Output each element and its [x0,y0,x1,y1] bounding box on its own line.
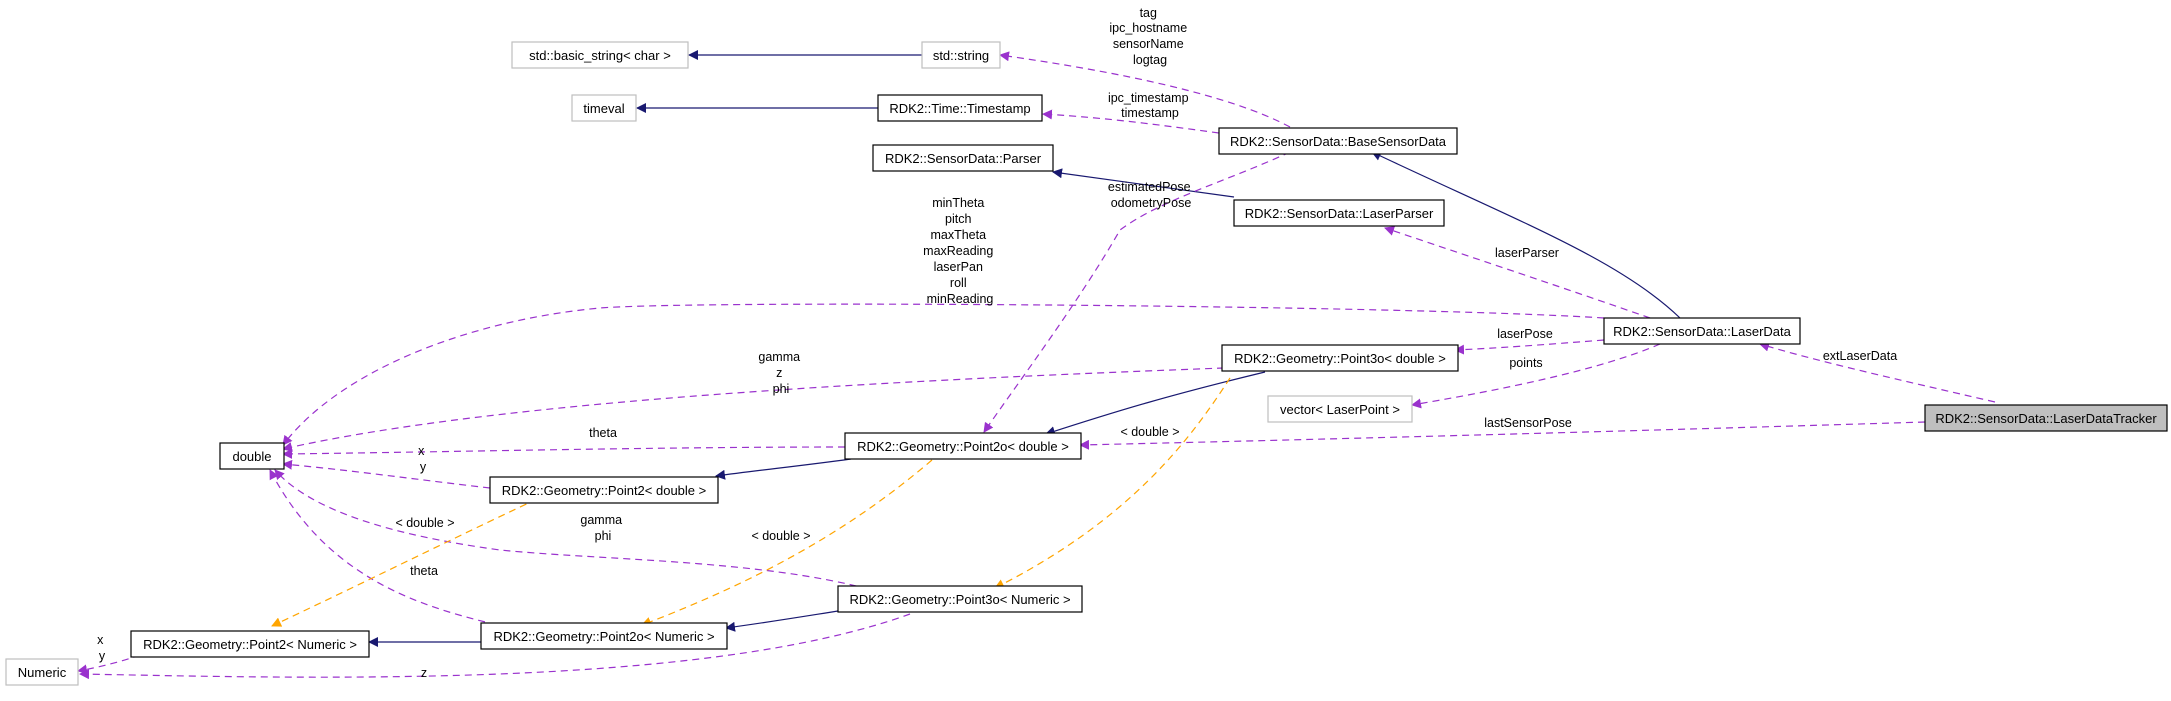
edge-tpl-point3o-double [994,377,1231,589]
label-laser-pose: laserPose [1497,327,1553,341]
node-point2o-numeric-label: RDK2::Geometry::Point2o< Numeric > [493,629,714,644]
edge-point3o-point2o-numeric [725,610,839,632]
node-double-label: double [232,449,271,464]
node-laser-data[interactable]: RDK2::SensorData::LaserData [1603,317,1801,345]
edge-tracker-point2o-double [1079,421,1926,450]
label-theta-lower: theta [410,564,438,578]
edge-point2o-double-double [282,446,846,459]
node-point2o-double[interactable]: RDK2::Geometry::Point2o< double > [844,432,1082,460]
edge-laserparser-parser [1052,168,1235,198]
edge-laserdata-basesensordata [1371,151,1681,319]
edge-labels: tag ipc_hostname sensorName logtag ipc_t… [97,6,1897,680]
label-last-sensor-pose: lastSensorPose [1484,416,1572,430]
edge-point2o-numeric-double [269,469,521,631]
node-numeric-label: Numeric [18,665,67,680]
node-laser-data-tracker-label: RDK2::SensorData::LaserDataTracker [1935,411,2157,426]
label-numeric-z: z [421,666,427,680]
node-std-string[interactable]: std::string [921,41,1001,69]
node-timestamp[interactable]: RDK2::Time::Timestamp [877,94,1043,122]
edge-tracker-laserdata [1759,341,1996,403]
node-point2o-double-label: RDK2::Geometry::Point2o< double > [857,439,1069,454]
label-tpl-double-b: < double > [395,516,454,530]
edge-basesensor-stdstring [999,51,1291,128]
label-ext-laser-data: extLaserData [1823,349,1897,363]
node-base-sensor-data-label: RDK2::SensorData::BaseSensorData [1230,134,1447,149]
node-laser-data-tracker[interactable]: RDK2::SensorData::LaserDataTracker [1924,404,2168,432]
label-numeric-xy: x y [97,633,107,663]
node-parser[interactable]: RDK2::SensorData::Parser [872,144,1054,172]
nodes: std::basic_string< char > std::string ti… [5,41,2168,686]
node-parser-label: RDK2::SensorData::Parser [885,151,1042,166]
node-laser-parser-label: RDK2::SensorData::LaserParser [1245,206,1434,221]
edge-tpl-point2-double [271,493,549,627]
node-double[interactable]: double [219,442,285,470]
edges [77,50,1996,680]
node-timeval[interactable]: timeval [571,94,637,122]
label-string-members: tag ipc_hostname sensorName logtag [1109,6,1190,67]
edge-point3o-numeric-double [274,469,869,590]
edge-laserdata-point3o-double [1454,339,1605,355]
node-timestamp-label: RDK2::Time::Timestamp [889,101,1030,116]
edge-point2o-point2-double [715,458,852,480]
node-laser-parser[interactable]: RDK2::SensorData::LaserParser [1233,199,1445,227]
edge-point2-double-double [282,459,491,489]
node-point3o-double-label: RDK2::Geometry::Point3o< double > [1234,351,1446,366]
node-point2-double-label: RDK2::Geometry::Point2< double > [502,483,707,498]
edge-laserdata-vector [1411,343,1661,409]
label-p3o-double-members: gamma z phi [758,350,803,396]
node-point2o-numeric[interactable]: RDK2::Geometry::Point2o< Numeric > [480,622,728,650]
label-points: points [1509,356,1542,370]
node-point2-double[interactable]: RDK2::Geometry::Point2< double > [489,476,719,504]
label-theta-upper: theta [589,426,617,440]
label-laser-double-members: minTheta pitch maxTheta maxReading laser… [923,196,997,306]
edge-point3o-point2o-double [1045,371,1266,436]
label-laser-parser: laserParser [1495,246,1559,260]
label-point2-xy: x y [418,444,428,474]
edge-basesensor-timestamp [1042,109,1220,134]
node-base-sensor-data[interactable]: RDK2::SensorData::BaseSensorData [1218,127,1458,155]
node-std-string-label: std::string [933,48,989,63]
node-point2-numeric-label: RDK2::Geometry::Point2< Numeric > [143,637,357,652]
label-tpl-double-c: < double > [751,529,810,543]
node-basic-string[interactable]: std::basic_string< char > [511,41,689,69]
node-timeval-label: timeval [583,101,624,116]
edge-basesensor-point2o-double [983,151,1291,433]
edge-tpl-point2o-double [641,459,933,627]
node-point2-numeric[interactable]: RDK2::Geometry::Point2< Numeric > [130,630,370,658]
edge-point3o-double-double [282,367,1225,452]
node-laser-data-label: RDK2::SensorData::LaserData [1613,324,1792,339]
edge-laserdata-laserparser [1384,226,1651,319]
label-p3o-numeric-members: gamma phi [580,513,625,543]
label-timestamp-members: ipc_timestamp timestamp [1108,91,1192,120]
label-tpl-double-a: < double > [1120,425,1179,439]
node-point3o-numeric[interactable]: RDK2::Geometry::Point3o< Numeric > [837,585,1083,613]
label-pose-members: estimatedPose odometryPose [1108,180,1194,210]
node-point3o-double[interactable]: RDK2::Geometry::Point3o< double > [1221,344,1459,372]
node-vector-laserpoint[interactable]: vector< LaserPoint > [1267,395,1413,423]
node-vector-laserpoint-label: vector< LaserPoint > [1280,402,1400,417]
node-numeric[interactable]: Numeric [5,658,79,686]
edge-laserdata-double [282,303,1605,446]
node-basic-string-label: std::basic_string< char > [529,48,671,63]
node-point3o-numeric-label: RDK2::Geometry::Point3o< Numeric > [849,592,1070,607]
